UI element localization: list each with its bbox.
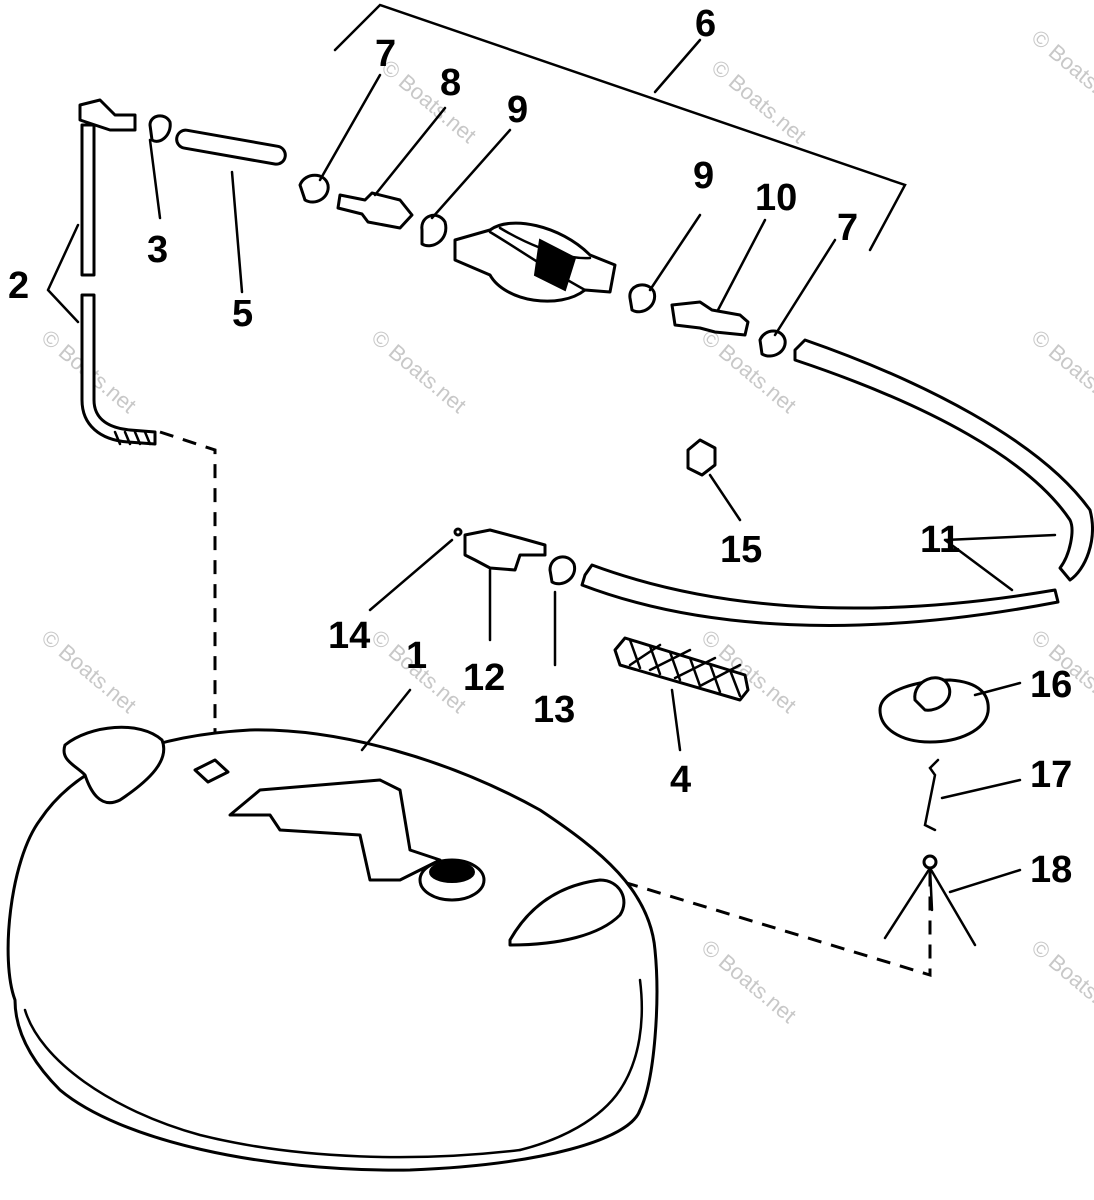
- retainer: [883, 854, 977, 947]
- callout-9a: 9: [507, 89, 528, 131]
- callout-7b: 7: [837, 207, 858, 249]
- callout-labels: 1 2 3 4 5 6 7 7 8 9 9 10 11 12 13 14 15 …: [8, 3, 1072, 891]
- callout-9b: 9: [693, 155, 714, 197]
- watermark: © Boats.net: [697, 935, 801, 1028]
- clamp: [420, 213, 448, 248]
- clamp: [758, 329, 787, 358]
- callout-13: 13: [533, 689, 575, 731]
- fuel-hose: [793, 338, 1094, 582]
- callout-12: 12: [463, 657, 505, 699]
- clamp: [548, 555, 577, 586]
- fuel-tank: [6, 725, 659, 1172]
- fitting: [336, 191, 414, 230]
- fuel-cap: [878, 676, 990, 744]
- watermark: © Boats.net: [1027, 325, 1094, 418]
- watermark: © Boats.net: [1027, 935, 1094, 1028]
- bracket: [333, 3, 907, 252]
- callout-8: 8: [440, 62, 461, 104]
- assembly-line-pickup: [159, 430, 217, 765]
- callout-18: 18: [1030, 849, 1072, 891]
- clamp: [628, 283, 657, 314]
- callout-4: 4: [670, 759, 691, 801]
- watermark: © Boats.net: [367, 325, 471, 418]
- leader-line: [653, 38, 702, 94]
- pickup-tube: [78, 98, 157, 446]
- callout-10: 10: [755, 177, 797, 219]
- fuel-hose: [580, 563, 1060, 627]
- clamp: [148, 114, 172, 143]
- fitting: [670, 300, 750, 337]
- watermark: © Boats.net: [37, 625, 141, 718]
- watermark: © Boats.net: [1027, 25, 1094, 118]
- callout-5: 5: [232, 293, 253, 335]
- callout-2: 2: [8, 265, 29, 307]
- callout-6: 6: [695, 3, 716, 45]
- hook: [923, 758, 940, 832]
- fuel-filter: [613, 636, 750, 702]
- callout-17: 17: [1030, 754, 1072, 796]
- clamp: [298, 173, 330, 204]
- o-ring: [453, 527, 463, 537]
- callout-16: 16: [1030, 664, 1072, 706]
- callout-3: 3: [147, 229, 168, 271]
- callout-1: 1: [406, 635, 427, 677]
- callout-7a: 7: [375, 33, 396, 75]
- callout-15: 15: [720, 529, 762, 571]
- callout-11: 11: [920, 519, 960, 561]
- nut: [686, 438, 717, 477]
- short-hose: [175, 128, 287, 166]
- leader-lines: [46, 73, 1057, 894]
- primer-bulb: [453, 221, 617, 303]
- callout-14: 14: [328, 615, 370, 657]
- connector: [463, 528, 547, 572]
